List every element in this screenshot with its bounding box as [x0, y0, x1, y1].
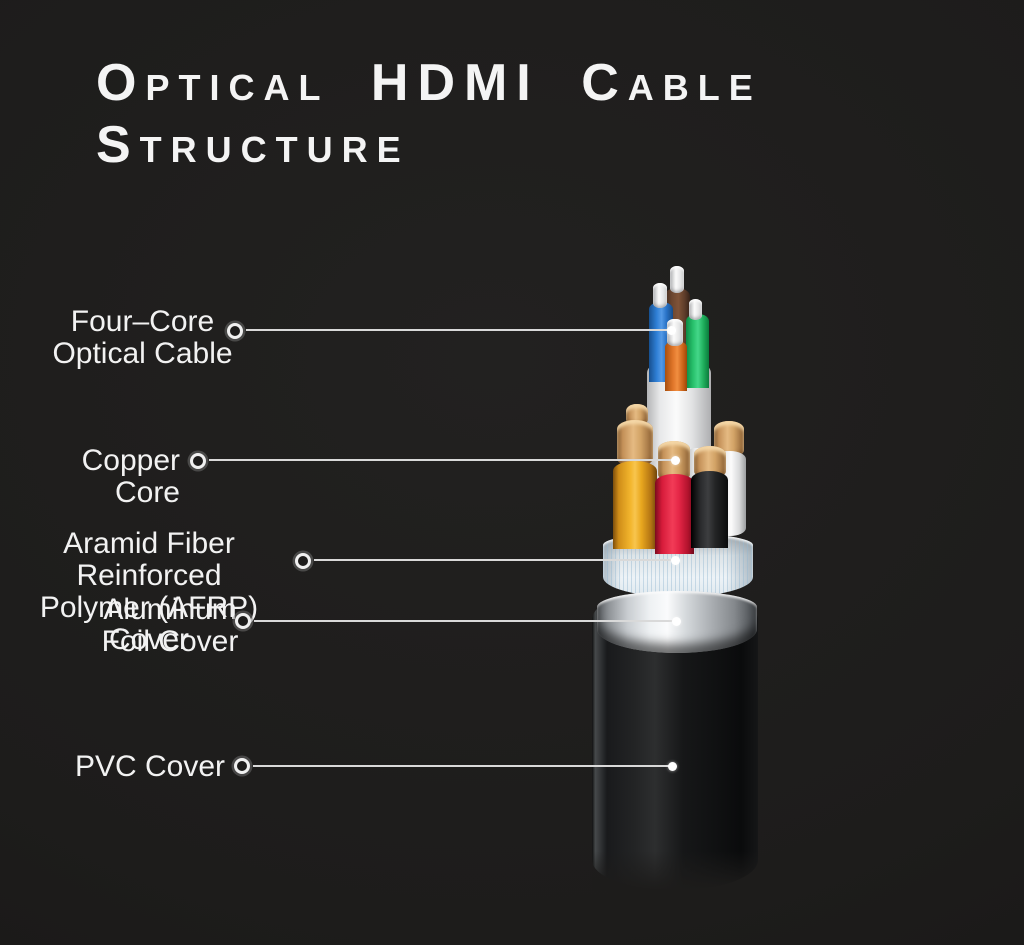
leader-ring-four-core	[227, 323, 243, 339]
label-line: Polymer (AFRP) Cover	[39, 591, 259, 656]
leader-line-four-core	[246, 329, 669, 331]
leader-line-afrp	[314, 559, 673, 561]
label-line: Foil Cover	[101, 625, 239, 658]
label-line: Aramid Fiber Reinforced	[63, 527, 235, 592]
label-line: Four–Core	[70, 305, 215, 338]
leader-line-aluminum	[254, 620, 674, 622]
label-copper-core: Copper Core	[18, 445, 180, 509]
copper-wire-black	[691, 471, 728, 548]
page-title: Optical HDMI Cable Structure	[96, 52, 762, 176]
copper-wire-yellow	[613, 461, 657, 549]
leader-dot-four-core	[667, 326, 676, 335]
optical-fiber-green-tip	[689, 299, 702, 320]
leader-ring-pvc	[234, 758, 250, 774]
leader-ring-aluminum	[235, 613, 251, 629]
label-afrp-cover: Aramid Fiber Reinforced Polymer (AFRP) C…	[3, 528, 295, 656]
label-line: PVC Cover	[74, 750, 225, 783]
optical-fiber-green	[686, 314, 709, 388]
label-line: Copper Core	[81, 444, 180, 509]
leader-line-pvc	[253, 765, 670, 767]
optical-fiber-blue-tip	[653, 283, 667, 308]
optical-fiber-brown-tip	[670, 266, 684, 293]
leader-ring-afrp	[295, 553, 311, 569]
label-four-core-optical-cable: Four–Core Optical Cable	[50, 306, 235, 370]
leader-dot-aluminum	[672, 617, 681, 626]
page-title-line1: Optical HDMI Cable	[96, 54, 762, 112]
label-aluminum-foil-cover: Aluminum Foil Cover	[85, 594, 255, 658]
leader-ring-copper-core	[190, 453, 206, 469]
label-line: Aluminum	[103, 593, 237, 626]
leader-dot-pvc	[668, 762, 677, 771]
leader-dot-afrp	[671, 556, 680, 565]
copper-wire-red	[655, 474, 694, 554]
page-title-line2: Structure	[96, 116, 410, 174]
optical-fiber-orange	[665, 341, 687, 391]
label-pvc-cover: PVC Cover	[40, 751, 225, 783]
leader-dot-copper-core	[671, 456, 680, 465]
leader-line-copper-core	[209, 459, 673, 461]
label-line: Optical Cable	[52, 337, 233, 370]
